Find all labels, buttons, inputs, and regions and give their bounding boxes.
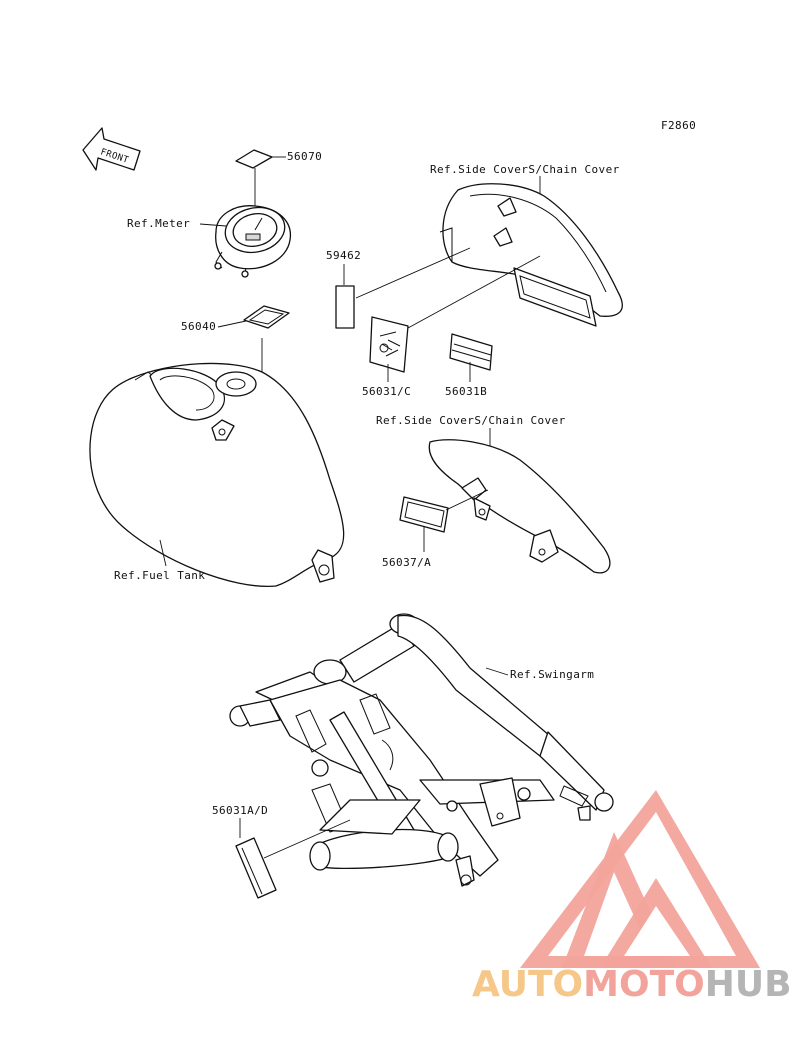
watermark-hub: HUB xyxy=(705,964,792,1005)
part-number-56031b: 56031B xyxy=(445,385,487,398)
part-number-56031ad: 56031A/D xyxy=(212,804,268,817)
watermark-text: AUTOMOTOHUB xyxy=(472,964,792,1005)
side-cover-chain-cover-top xyxy=(439,183,623,327)
front-arrow-icon: FRONT xyxy=(82,127,141,171)
label-59462[interactable] xyxy=(335,285,355,329)
part-number-59462: 59462 xyxy=(326,249,361,262)
ref-side-cover-top-label: Ref.Side CoverS/Chain Cover xyxy=(430,163,620,176)
label-56031c[interactable] xyxy=(369,316,409,373)
logo-triangle-mid-inner xyxy=(624,906,690,956)
ref-side-cover-mid-label: Ref.Side CoverS/Chain Cover xyxy=(376,414,566,427)
part-number-56037a: 56037/A xyxy=(382,556,431,569)
part-number-56031c: 56031/C xyxy=(362,385,411,398)
ref-meter-label: Ref.Meter xyxy=(127,217,190,230)
watermark-auto: AUTO xyxy=(472,964,583,1005)
label-56037a[interactable] xyxy=(399,496,449,533)
swingarm xyxy=(229,613,614,887)
ref-swingarm-label: Ref.Swingarm xyxy=(510,668,594,681)
label-56040[interactable] xyxy=(243,305,290,329)
part-number-56040: 56040 xyxy=(181,320,216,333)
figure-code: F2860 xyxy=(661,119,696,132)
automotohub-logo xyxy=(520,790,760,968)
watermark-moto: MOTO xyxy=(583,964,705,1005)
label-56031b[interactable] xyxy=(449,333,493,371)
ref-fuel-tank-label: Ref.Fuel Tank xyxy=(114,569,205,582)
part-number-56070: 56070 xyxy=(287,150,322,163)
side-cover-chain-cover-mid xyxy=(428,439,611,574)
label-56070[interactable] xyxy=(235,149,273,169)
label-56031ad[interactable] xyxy=(235,837,277,899)
meter xyxy=(214,205,291,278)
fuel-tank xyxy=(89,362,345,587)
